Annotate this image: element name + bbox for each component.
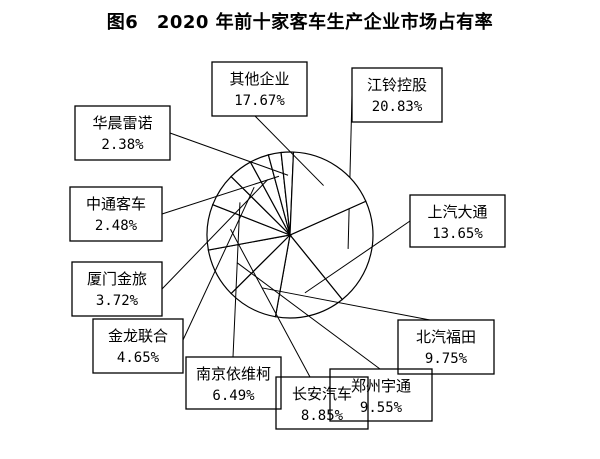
slice-value-label: 2.38% — [101, 137, 144, 153]
slice-name-label: 华晨雷诺 — [92, 114, 152, 132]
slice-name-label: 江铃控股 — [367, 76, 427, 94]
leader-line — [304, 220, 411, 294]
slice-label-box — [69, 186, 163, 242]
slice-label-box — [409, 194, 506, 248]
leader-line — [230, 229, 311, 378]
chart-title: 图6 2020 年前十家客车生产企业市场占有率 — [106, 12, 494, 33]
leader-line — [182, 186, 255, 341]
slice-name-label: 上汽大通 — [427, 203, 487, 221]
slice-label-box — [74, 105, 171, 161]
slice-label-box — [275, 376, 369, 430]
slice-value-label: 20.83% — [372, 99, 423, 115]
slice-label-box — [351, 67, 443, 123]
slice-name-label: 金龙联合 — [108, 327, 168, 345]
slice-name-label: 南京依维柯 — [196, 365, 271, 383]
slice-label-box — [185, 356, 282, 410]
slice-name-label: 厦门金旅 — [87, 270, 147, 288]
slice-value-label: 9.75% — [425, 351, 468, 367]
leader-line — [236, 262, 381, 370]
slice-name-label: 郑州宇通 — [351, 377, 411, 395]
slice-label-box — [329, 368, 433, 422]
slice-label-box — [211, 61, 308, 117]
leader-line — [254, 115, 324, 186]
slice-value-label: 2.48% — [95, 218, 138, 234]
slice-name-label: 其他企业 — [229, 70, 289, 88]
slice-value-label: 3.72% — [96, 293, 139, 309]
leader-line — [161, 179, 269, 290]
pie-slice — [289, 151, 367, 236]
leader-line — [169, 132, 289, 176]
slice-value-label: 17.67% — [234, 93, 285, 109]
slice-label-box — [397, 319, 495, 375]
slice-name-label: 中通客车 — [86, 195, 146, 213]
slice-label-box — [71, 261, 163, 317]
slice-value-label: 4.65% — [117, 350, 160, 366]
slice-name-label: 北汽福田 — [416, 328, 476, 346]
slice-name-label: 长安汽车 — [292, 385, 352, 403]
leader-line — [161, 175, 280, 215]
slice-label-box — [92, 318, 184, 374]
leader-line — [262, 287, 431, 321]
slice-value-label: 8.85% — [301, 408, 344, 424]
slice-value-label: 9.55% — [360, 400, 403, 416]
slice-value-label: 6.49% — [212, 388, 255, 404]
leader-line — [232, 202, 241, 358]
slice-value-label: 13.65% — [432, 226, 483, 242]
